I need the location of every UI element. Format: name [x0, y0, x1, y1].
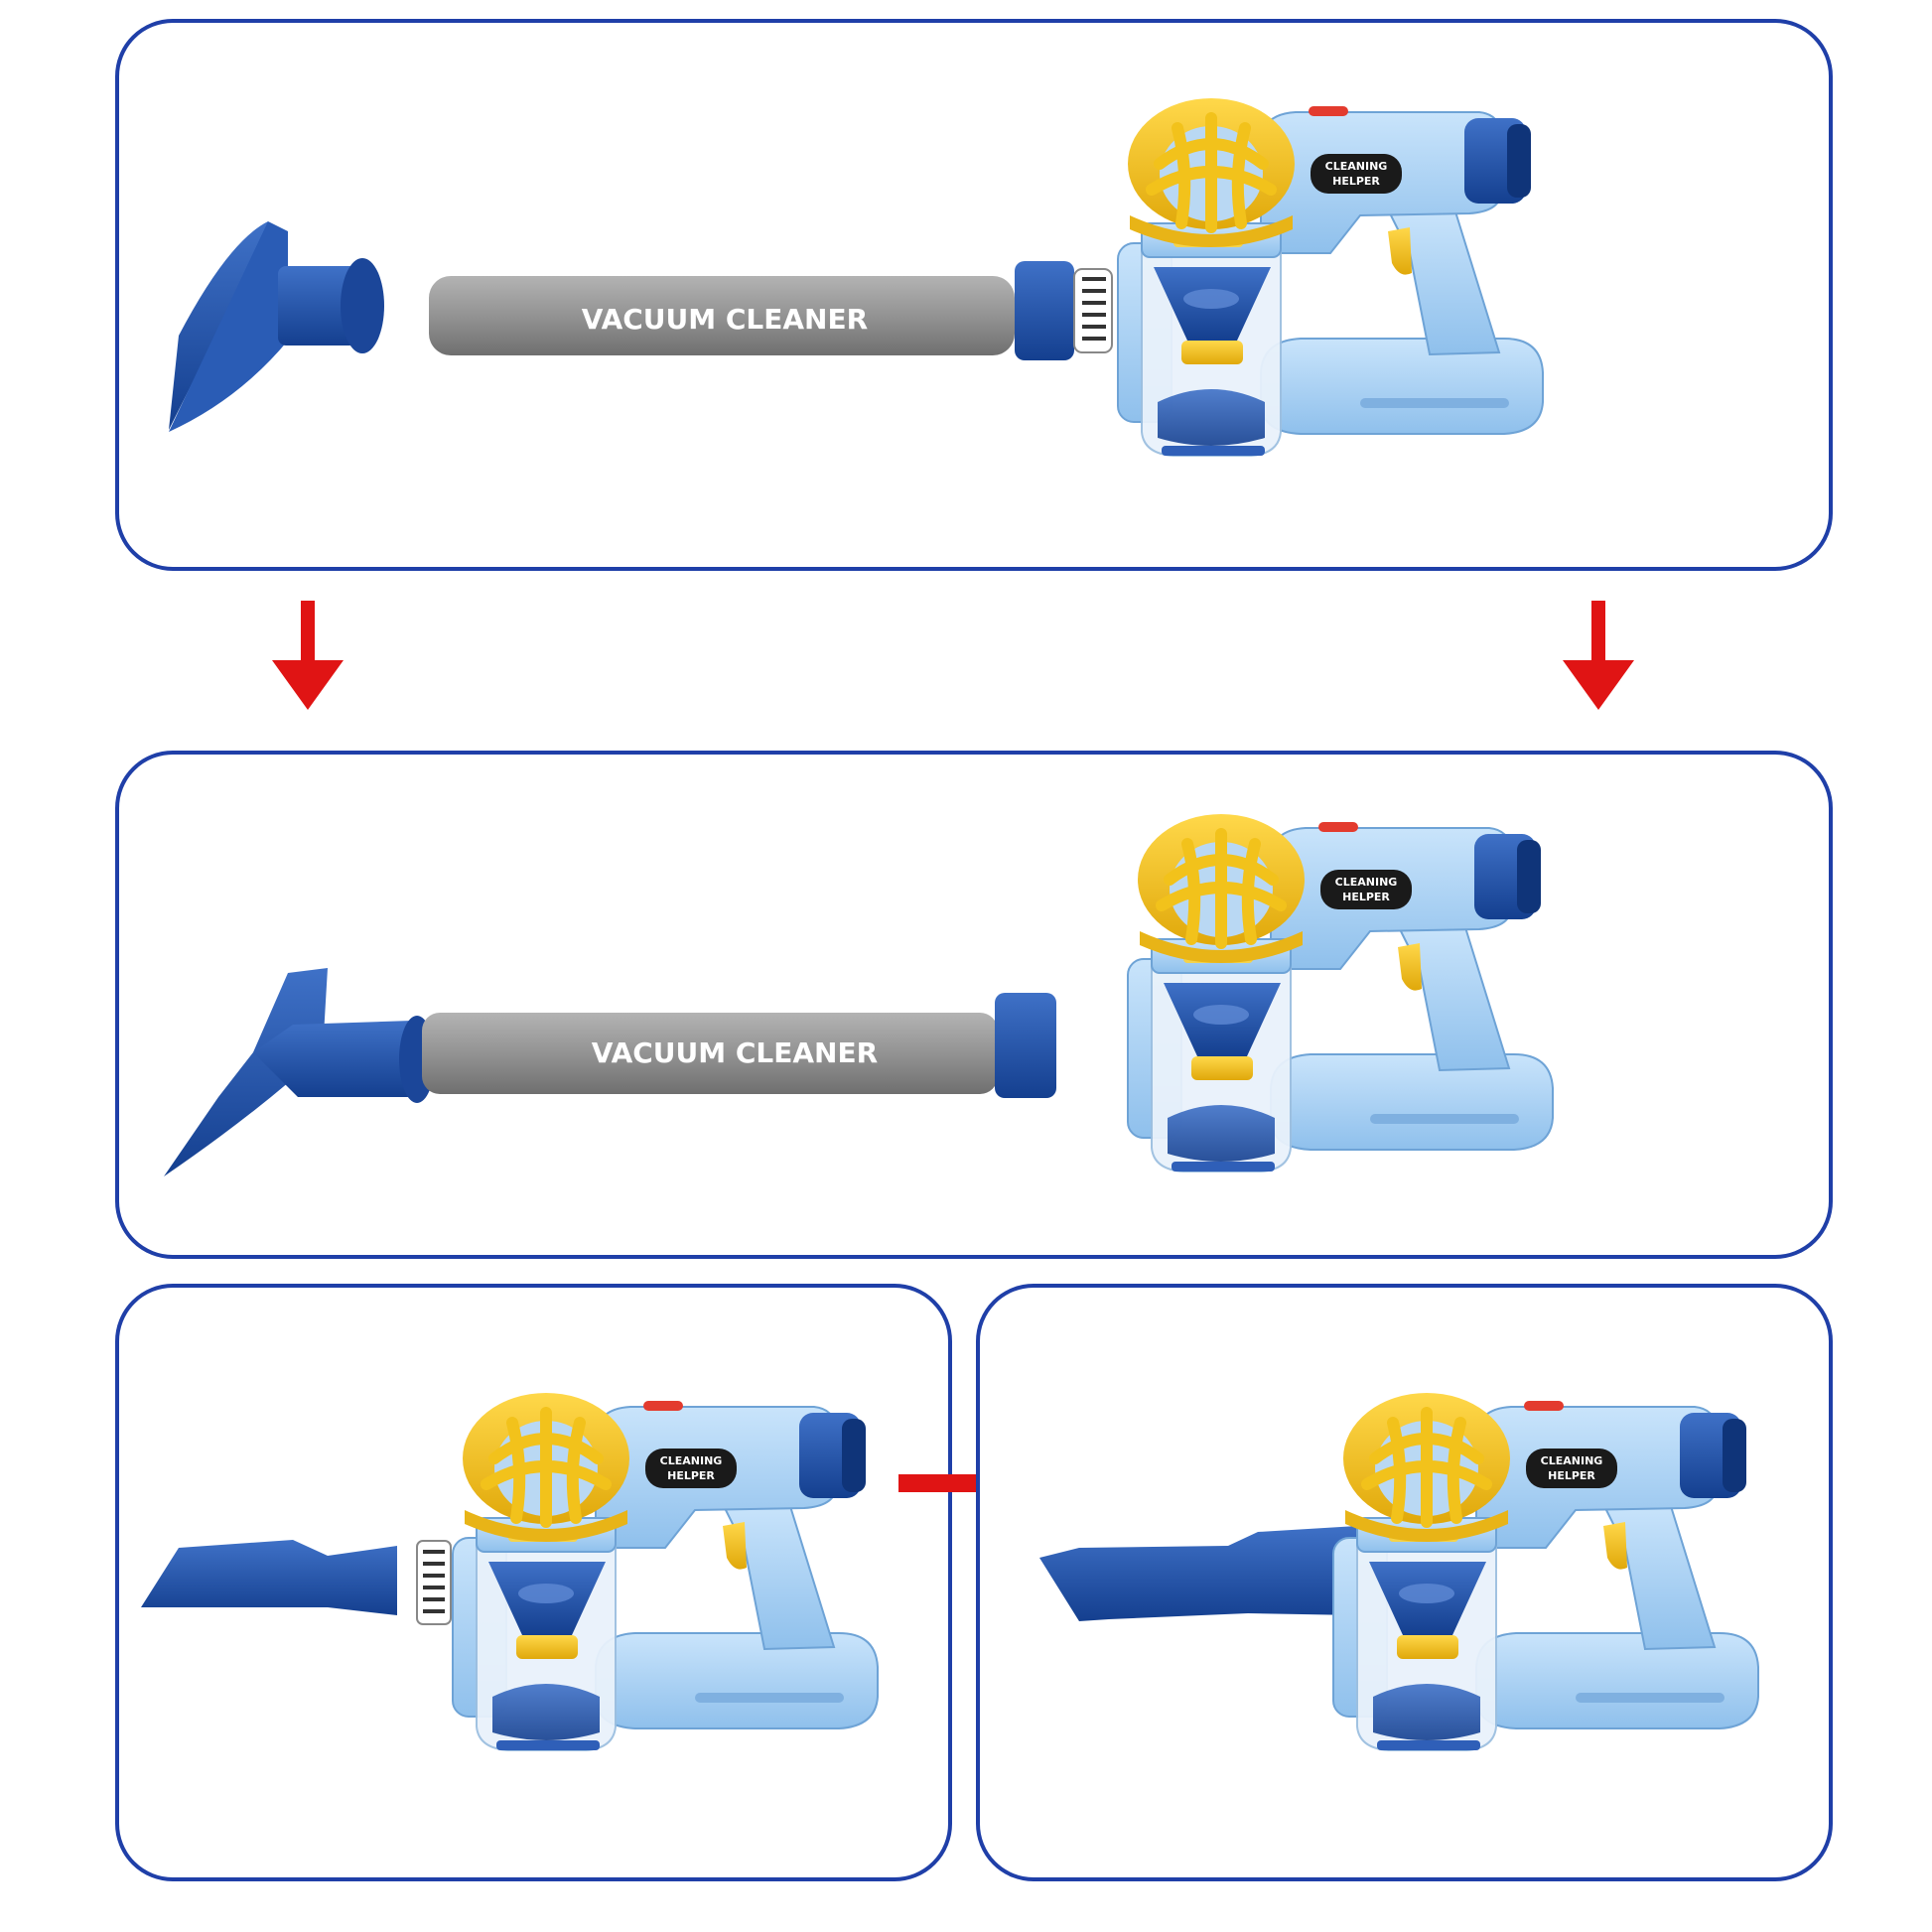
floor-nozzle: [169, 221, 384, 432]
nozzle-connector: [416, 1540, 452, 1625]
tube-connector: [995, 993, 1056, 1098]
extension-tube: VACUUM CLEANER: [422, 1013, 998, 1094]
crevice-nozzle: [1039, 1526, 1357, 1621]
extension-tube: VACUUM CLEANER: [429, 276, 1015, 355]
panel-crevice-detached: [115, 1284, 952, 1881]
handheld-unit: [453, 1393, 878, 1750]
tube-connector: [1015, 261, 1113, 360]
tube-label: VACUUM CLEANER: [582, 303, 868, 336]
crevice-nozzle: [141, 1540, 397, 1615]
handheld-unit: [1333, 1393, 1758, 1750]
handheld-unit: [1128, 814, 1553, 1172]
disassembled-vacuum-illustration: VACUUM CLEANER: [169, 23, 1829, 567]
panel-crevice-attached: [976, 1284, 1833, 1881]
panel-assembled: VACUUM CLEANER: [115, 751, 1833, 1259]
floor-nozzle: [164, 968, 435, 1176]
panel-disassembled: VACUUM CLEANER: [115, 19, 1833, 571]
tube-label: VACUUM CLEANER: [592, 1036, 878, 1069]
handheld-unit: [1118, 98, 1543, 456]
crevice-detached-illustration: [141, 1288, 948, 1877]
crevice-attached-illustration: [1039, 1288, 1829, 1877]
assembled-vacuum-illustration: VACUUM CLEANER: [164, 755, 1829, 1255]
arrow-down-right: [1563, 601, 1634, 710]
arrow-down-left: [272, 601, 344, 710]
